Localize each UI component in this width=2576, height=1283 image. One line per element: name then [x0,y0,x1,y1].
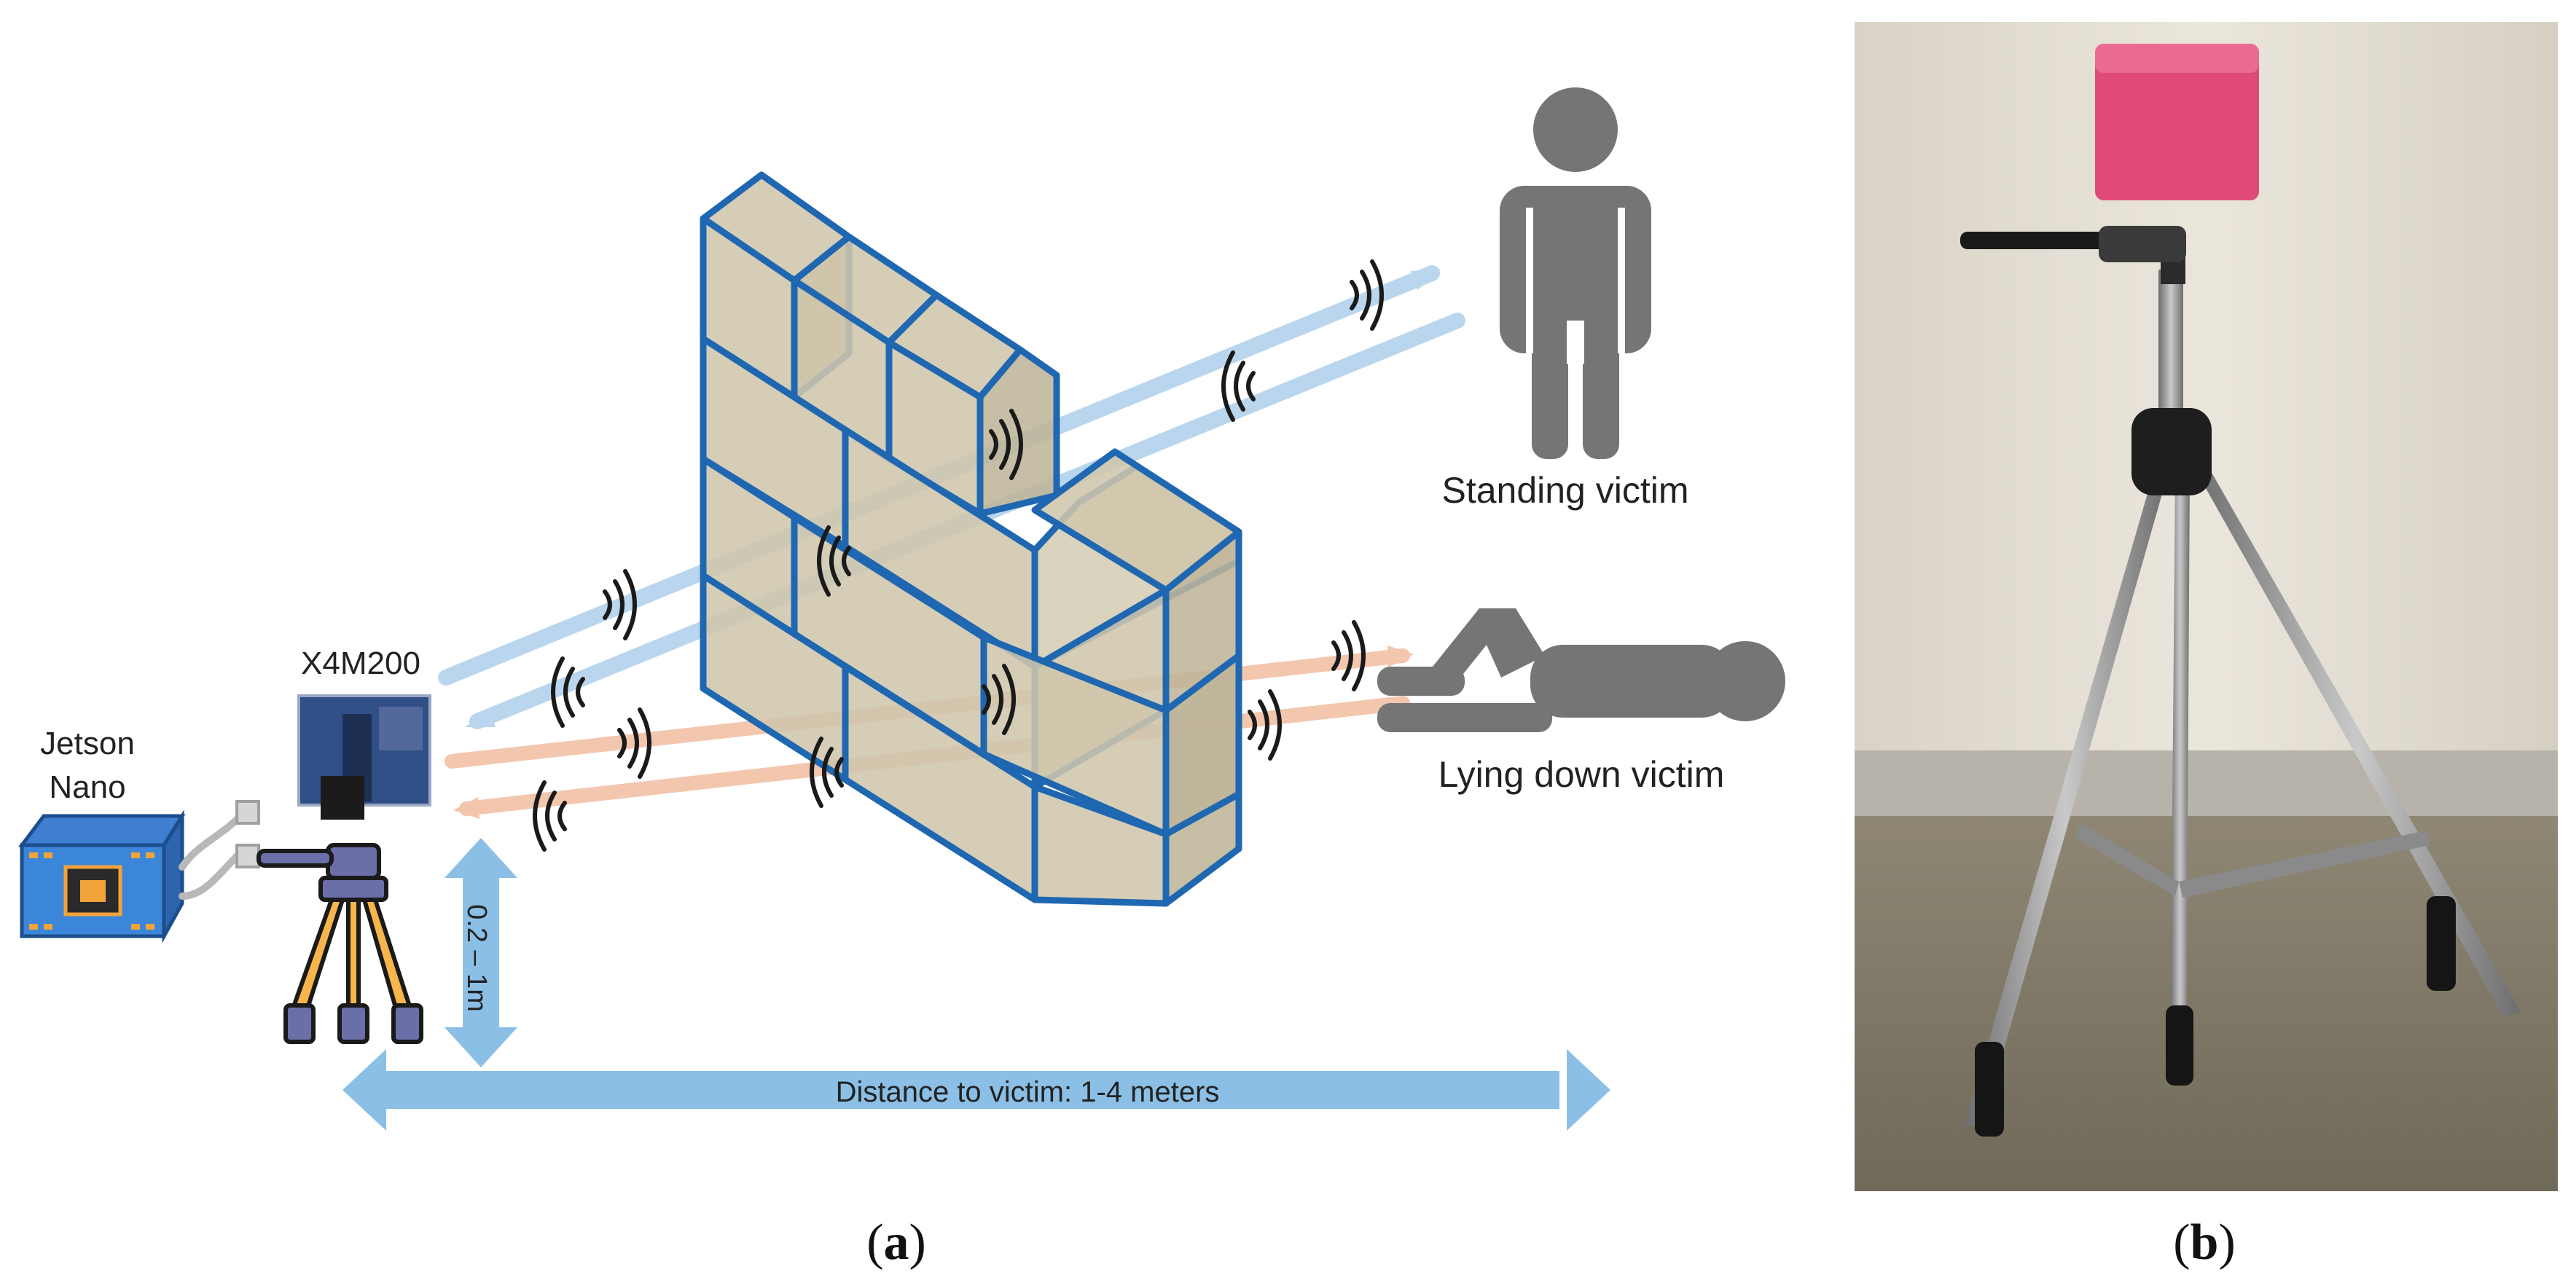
wave-icon [617,707,651,779]
radar-label: X4M200 [301,646,420,681]
caption-b-letter: b [2191,1215,2219,1271]
wave-icon [1248,689,1282,761]
caption-a-open: ( [866,1215,883,1271]
usb-cable-icon [179,800,260,900]
wave-icon [1331,620,1366,691]
jetson-label-line2: Nano [49,769,125,805]
caption-a-close: ) [909,1215,926,1271]
standing-victim-label: Standing victim [1441,470,1688,511]
photo-tripod-radar [1855,22,2558,1191]
wave-icon [817,525,851,597]
caption-b-close: ) [2218,1215,2235,1271]
radar-board-icon [297,694,431,820]
panel-a: Standing victim Lying down victim Jetson… [18,87,1785,1271]
caption-b: (b) [2173,1215,2236,1271]
beam-arrowhead-blue [1411,270,1441,290]
beam-arrowhead-orange [1387,646,1414,667]
panel-b: (b) [1855,22,2558,1271]
beam-arrowhead-blue-return [465,708,496,727]
wave-icons [533,259,1384,852]
distance-label: Distance to victim: 1-4 meters [836,1076,1220,1108]
caption-b-open: ( [2173,1215,2190,1271]
lying-person-icon [1377,608,1785,732]
distance-arrow [342,1049,1610,1131]
wave-icon [989,409,1023,480]
beam-arrowhead-orange-return [453,797,479,819]
jetson-label-line1: Jetson [40,726,135,761]
wave-icon [603,569,637,640]
radar-box [2095,44,2259,200]
wave-icon [1221,350,1256,422]
standing-person-icon [1500,87,1651,459]
caption-a: (a) [866,1215,926,1271]
lying-victim-label: Lying down victim [1438,754,1725,795]
wave-icon [982,664,1016,735]
wave-icon [551,656,585,728]
height-range-label: 0.2 – 1m [461,904,492,1012]
brick-wall [700,171,1242,907]
wave-icon [810,737,844,808]
tripod-icon [257,843,423,1044]
wave-icon [533,780,567,852]
height-range-arrow [445,838,517,1067]
wave-icon [1350,259,1384,331]
jetson-nano-icon [18,809,186,943]
caption-a-letter: a [884,1215,909,1271]
